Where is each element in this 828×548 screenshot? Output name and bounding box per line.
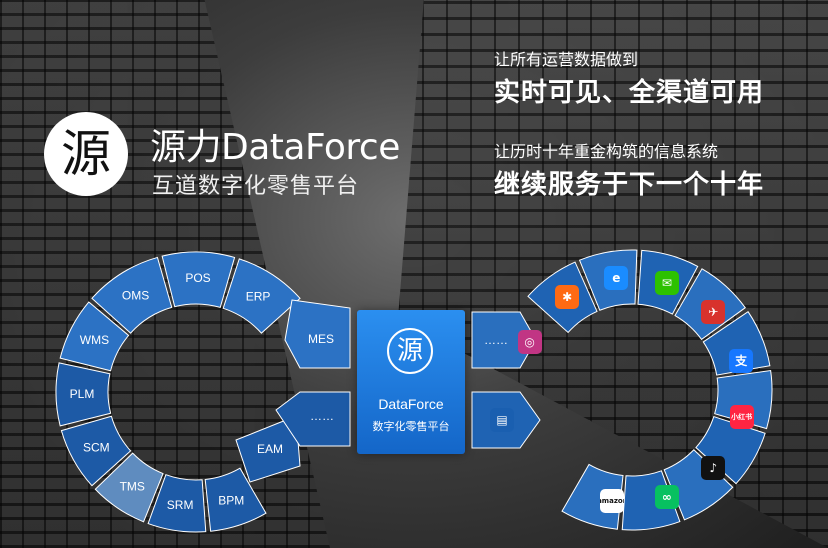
segment-label-plm: PLM (70, 387, 95, 401)
mini-program-icon-glyph: ∞ (661, 490, 672, 505)
segment-plm (55, 362, 112, 427)
instagram-icon-glyph: ◎ (524, 335, 535, 350)
segment-label-mes: MES (308, 332, 334, 346)
center-logo: 源 (387, 328, 433, 374)
xiaohongshu-icon-glyph: 小红书 (731, 412, 753, 421)
runner-app-icon: ✱ (555, 285, 580, 310)
segment-more (275, 391, 351, 447)
brand-subtitle: 互道数字化零售平台 (152, 174, 360, 199)
segment-mes (284, 299, 351, 369)
segment-label-bpm: BPM (218, 493, 244, 507)
center-subtitle: 数字化零售平台 (372, 420, 450, 433)
center-platform-card: 源 DataForce 数字化零售平台 (357, 310, 465, 454)
segment-label-tms: TMS (120, 480, 145, 494)
alipay-icon-glyph: 支 (735, 353, 748, 368)
segment-label-oms: OMS (122, 288, 149, 302)
brand-logo: 源 (44, 112, 128, 196)
slogan-line-2: 实时可见、全渠道可用 (494, 78, 765, 108)
amazon-icon: amazon (600, 489, 625, 514)
center-logo-glyph: 源 (396, 336, 423, 366)
xiaohongshu-icon: 小红书 (729, 405, 754, 430)
segment-label-pos: POS (185, 271, 210, 285)
runner-app-icon-glyph: ✱ (562, 290, 573, 305)
brand-logo-glyph: 源 (61, 125, 111, 183)
wechat-icon: ✉ (654, 270, 679, 295)
segment-srm (147, 474, 207, 533)
segment-wms (59, 301, 130, 372)
segment-oms (91, 256, 173, 334)
store-icon: ▤ (490, 408, 514, 432)
segment-label-erp: ERP (246, 289, 271, 303)
amazon-icon-glyph: amazon (600, 496, 624, 505)
tiktok-icon-glyph: ♪ (709, 461, 718, 476)
alipay-icon: 支 (729, 348, 754, 373)
mini-program-icon: ∞ (654, 485, 679, 510)
right-segment (561, 463, 624, 530)
ele-me-icon: e (604, 266, 629, 291)
right-more-label: …… (484, 333, 508, 347)
slogan-line-4: 继续服务于下一个十年 (494, 170, 765, 200)
instagram-icon: ◎ (517, 330, 542, 355)
segment-erp (222, 258, 301, 334)
ele-me-icon-glyph: e (612, 271, 621, 286)
center-title: DataForce (378, 396, 444, 412)
store-icon-glyph: ▤ (496, 413, 508, 427)
brand-title: 源力DataForce (150, 127, 400, 168)
tiktok-icon: ♪ (701, 456, 726, 481)
segment-pos (161, 251, 236, 309)
segment-label-eam: EAM (257, 442, 283, 456)
segment-eam (235, 415, 301, 483)
slogan-line-3: 让历时十年重金构筑的信息系统 (494, 142, 719, 161)
segment-label-wms: WMS (80, 333, 109, 347)
segment-bpm (204, 467, 267, 532)
segment-tms (94, 452, 164, 523)
slogan-line-1: 让所有运营数据做到 (494, 50, 639, 69)
segment-scm (60, 415, 132, 487)
bird-app-icon: ✈ (701, 299, 726, 324)
segment-label-more: …… (310, 409, 334, 423)
segment-label-srm: SRM (167, 498, 194, 512)
wechat-icon-glyph: ✉ (661, 275, 672, 290)
bird-app-icon-glyph: ✈ (708, 304, 719, 319)
segment-label-scm: SCM (83, 440, 110, 454)
